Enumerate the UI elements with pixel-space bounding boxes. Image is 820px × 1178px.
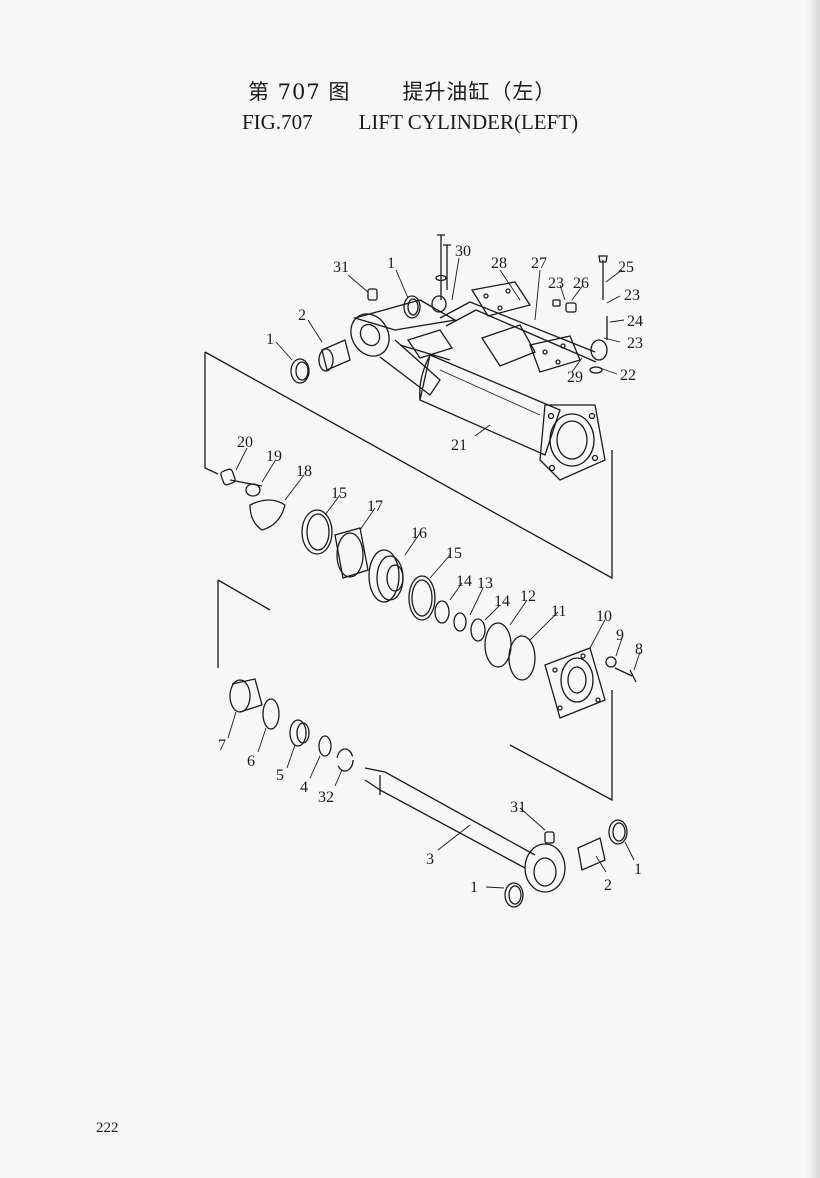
leader-lines	[227, 257, 641, 889]
part-label: 30	[455, 243, 471, 260]
part-label: 20	[237, 434, 253, 451]
part-label: 25	[618, 259, 634, 276]
part-label: 22	[620, 367, 636, 384]
figure-title-english: FIG.707 LIFT CYLINDER(LEFT)	[242, 110, 578, 135]
part-label: 4	[300, 779, 308, 796]
part-label: 1	[470, 879, 478, 896]
part-label: 14	[494, 593, 510, 610]
figure-name-cn: 提升油缸（左）	[402, 80, 557, 104]
part-label: 8	[635, 641, 643, 658]
cylinder-head	[217, 579, 637, 802]
page-number: 222	[96, 1120, 119, 1136]
part-label: 15	[331, 485, 347, 502]
part-label: 32	[318, 789, 334, 806]
figure-number-cn: 第 707 图	[248, 80, 351, 104]
part-label: 13	[477, 575, 493, 592]
part-label: 29	[567, 369, 583, 386]
part-label: 10	[596, 608, 612, 625]
piston-group	[220, 468, 536, 681]
part-labels: 31 1 30 28 27 23 26 25 23 24 23 22 29 2 …	[218, 243, 643, 896]
part-label: 28	[491, 255, 507, 272]
part-label: 19	[266, 448, 282, 465]
part-label: 7	[218, 737, 226, 754]
part-label: 14	[456, 573, 472, 590]
part-label: 23	[627, 335, 643, 352]
part-label: 2	[298, 307, 306, 324]
part-label: 31	[333, 259, 349, 276]
part-label: 16	[411, 525, 427, 542]
piston-rod-group	[229, 678, 628, 908]
part-label: 23	[624, 287, 640, 304]
part-label: 5	[276, 767, 284, 784]
part-label: 23	[548, 275, 564, 292]
part-label: 27	[531, 255, 547, 272]
figure-number-en: FIG.707	[242, 110, 313, 134]
part-label: 24	[627, 313, 643, 330]
page-edge-shadow	[806, 0, 820, 1178]
part-label: 9	[616, 627, 624, 644]
part-label: 21	[451, 437, 467, 454]
part-label: 1	[634, 861, 642, 878]
part-label: 11	[551, 603, 566, 620]
part-label: 31	[510, 799, 526, 816]
part-label: 12	[520, 588, 536, 605]
part-label: 15	[446, 545, 462, 562]
figure-title-chinese: 第 707 图 提升油缸（左）	[248, 76, 556, 106]
part-label: 3	[426, 851, 434, 868]
part-label: 26	[573, 275, 589, 292]
figure-name-en: LIFT CYLINDER(LEFT)	[358, 110, 579, 134]
part-label: 18	[296, 463, 312, 480]
cylinder-tube	[204, 234, 613, 580]
part-label: 2	[604, 877, 612, 894]
part-label: 1	[266, 331, 274, 348]
part-label: 1	[387, 255, 395, 272]
part-label: 17	[367, 498, 383, 515]
part-label: 6	[247, 753, 255, 770]
